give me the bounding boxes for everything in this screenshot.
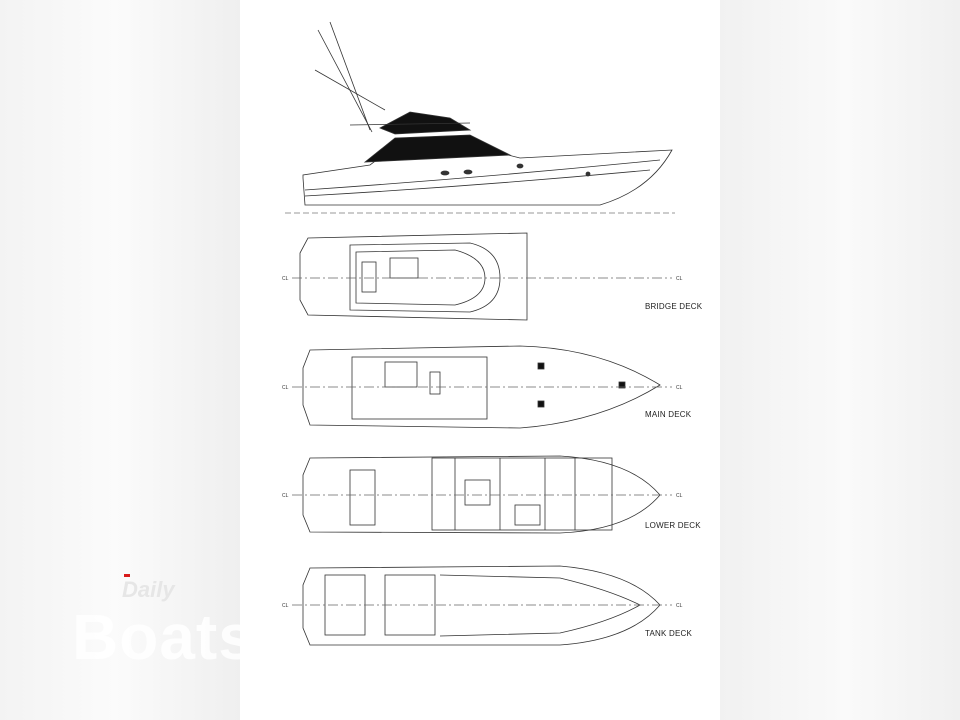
profile-view xyxy=(285,21,675,214)
centerline-label: CL xyxy=(282,603,289,609)
tank-deck-plan xyxy=(292,565,672,646)
centerline-label: CL xyxy=(282,385,289,391)
centerline-label: CL xyxy=(676,276,683,282)
watermark-daily: Daily xyxy=(122,577,175,602)
centerline-label: CL xyxy=(676,385,683,391)
lower-deck-plan xyxy=(292,455,672,534)
main-deck-plan xyxy=(292,345,672,429)
bridge-deck-plan xyxy=(292,232,672,321)
tank-deck-label: TANK DECK xyxy=(645,629,692,638)
lower-deck-label: LOWER DECK xyxy=(645,521,701,530)
centerline-label: CL xyxy=(676,493,683,499)
watermark-accent xyxy=(124,574,130,577)
centerline-label: CL xyxy=(282,493,289,499)
drawing-panel xyxy=(240,0,720,720)
centerline-label: CL xyxy=(282,276,289,282)
centerline-label: CL xyxy=(676,603,683,609)
bridge-deck-label: BRIDGE DECK xyxy=(645,302,703,311)
watermark-boats: Boats xyxy=(72,601,255,673)
main-deck-label: MAIN DECK xyxy=(645,410,692,419)
